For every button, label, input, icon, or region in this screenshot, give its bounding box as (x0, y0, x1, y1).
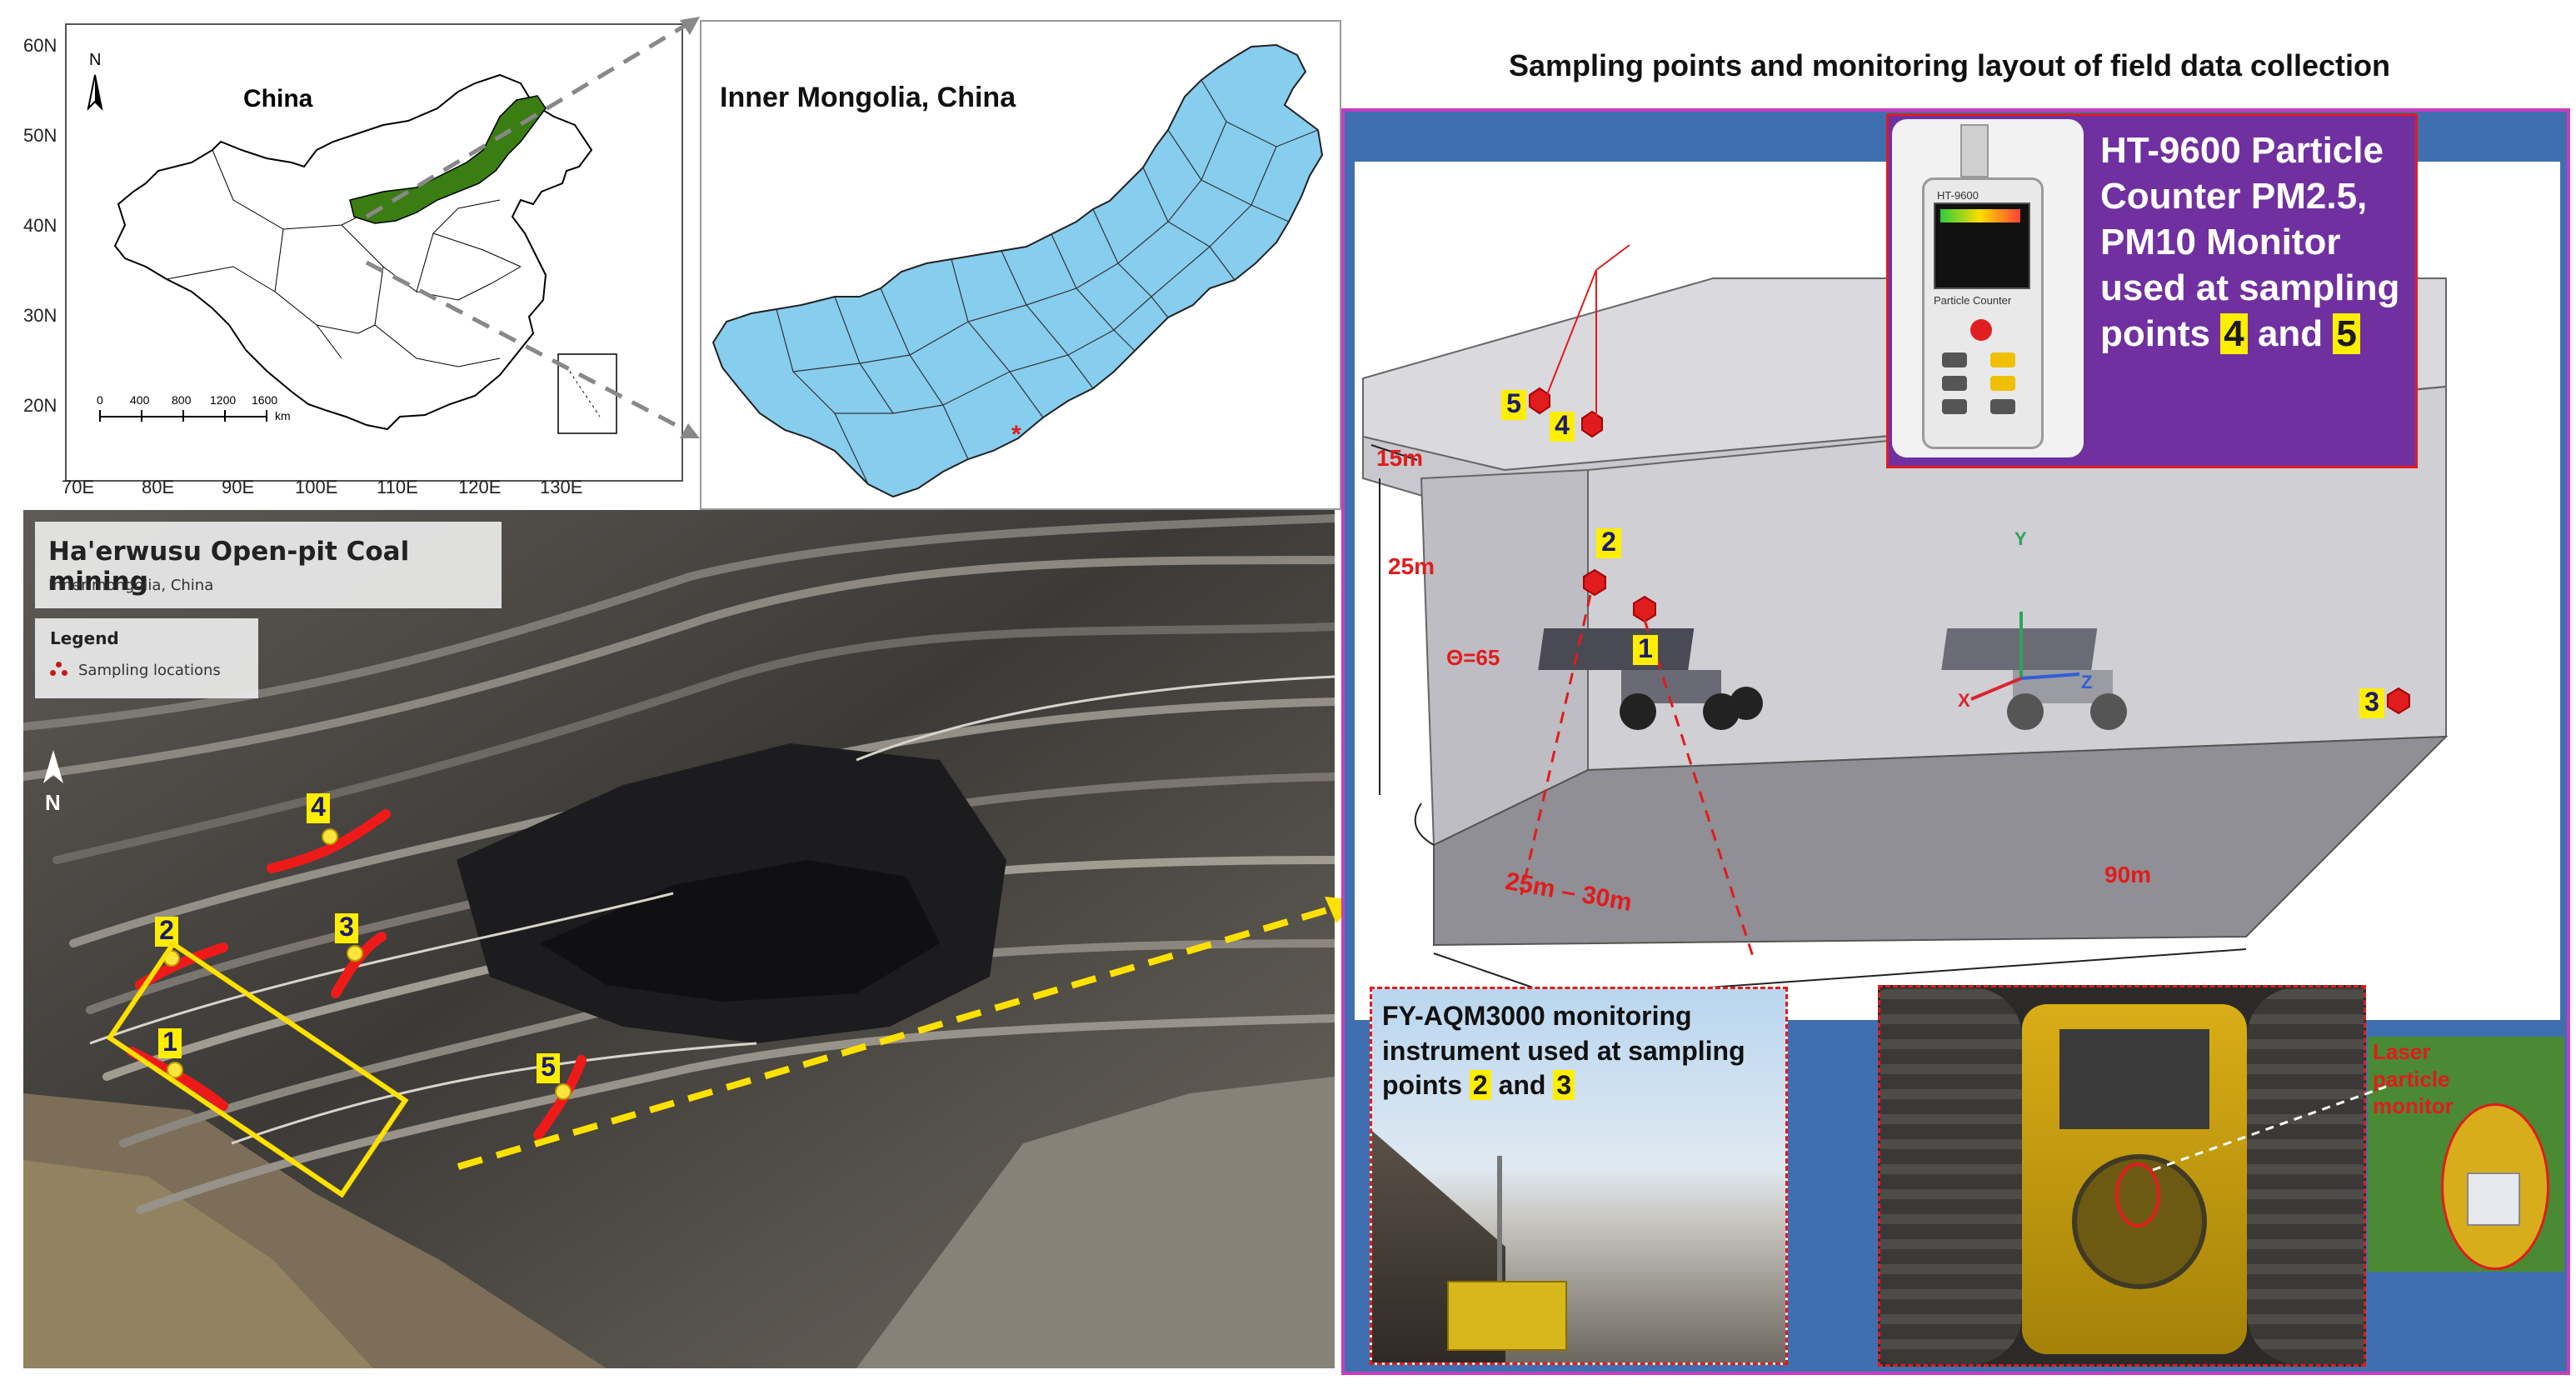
haul-truck-2 (1941, 628, 2127, 730)
map-connector-arrows (365, 17, 700, 438)
north-label: N (89, 51, 101, 69)
dim-height: 25m (1388, 553, 1435, 579)
mine-title: Ha'erwusu Open-pit Coal mining (48, 537, 410, 597)
sampling-pins (163, 828, 572, 1100)
province-lines (166, 149, 522, 368)
inner-mongolia-title: Inner Mongolia, China (720, 82, 1016, 113)
lat-tick: 50N (23, 125, 57, 146)
fy-joiner: and (1498, 1070, 1546, 1101)
scene-point-3: 3 (2359, 688, 2384, 718)
scene-point-2: 2 (1596, 528, 1621, 558)
lon-tick: 120E (458, 477, 502, 498)
coordinate-axes (1970, 612, 2080, 701)
fy-point-a: 2 (1469, 1070, 1491, 1101)
device-brand-label: Particle Counter (1934, 294, 2012, 307)
figure-title: Sampling points and monitoring layout of… (1508, 48, 2391, 82)
ht9600-caption-text: HT-9600 Particle Counter PM2.5, PM10 Mon… (2100, 130, 2400, 354)
lon-tick: 100E (295, 477, 338, 498)
ht9600-callout: HT-9600 Particle Counter HT-9600 Particl… (1886, 113, 2418, 468)
inner-mongolia-map-panel: Inner Mongolia, China * (700, 20, 1341, 510)
dim-width-top: 15m (1376, 445, 1424, 471)
svg-text:1200: 1200 (210, 393, 236, 407)
laser-monitor-label: Laser particle monitor (2373, 1039, 2454, 1118)
svg-text:0: 0 (97, 393, 103, 407)
lon-tick: 130E (540, 477, 583, 498)
china-map: N China 0 400 8 (87, 51, 617, 434)
mine-title-card: Ha'erwusu Open-pit Coal mining Inner-mon… (35, 522, 502, 608)
district-lines (776, 79, 1319, 485)
laser-monitor-inset: Laser particle monitor (2368, 1037, 2564, 1272)
lon-tick: 80E (142, 477, 175, 498)
scene-point-1: 1 (1633, 635, 1658, 665)
pit-floor (1433, 735, 2449, 947)
truck-monitor-photo (1878, 985, 2366, 1367)
svg-text:800: 800 (172, 393, 192, 407)
device-screen-label: HT-9600 (1937, 189, 1979, 202)
lat-tick: 20N (23, 395, 57, 416)
north-arrow-icon (87, 74, 103, 112)
inner-mongolia-highlight (349, 95, 547, 224)
scene-sampling-points (1529, 387, 2410, 715)
haul-roads (89, 675, 1335, 1145)
dim-length: 90m (2104, 862, 2152, 888)
ht9600-point-a: 4 (2220, 313, 2248, 354)
scene-point-1-marker (1633, 595, 1656, 623)
mine-subtitle: Inner-mongolia, China (48, 577, 214, 594)
mine-point-2: 2 (155, 917, 178, 947)
mine-point-4: 4 (307, 793, 330, 823)
dim-angle: Θ=65 (1446, 645, 1500, 670)
scene-point-5: 5 (1501, 390, 1526, 420)
scene-point-4-marker (1581, 410, 1603, 438)
fy-point-b: 3 (1553, 1070, 1575, 1101)
ht9600-point-b: 5 (2333, 313, 2360, 354)
svg-text:km: km (275, 409, 291, 422)
china-map-title: China (243, 85, 313, 112)
north-arrow-icon (43, 750, 63, 783)
scene-point-2-marker (1583, 568, 1606, 597)
legend-item-label: Sampling locations (78, 662, 221, 679)
mine-location-marker: * (1011, 421, 1021, 448)
instrument-leader-lines (1520, 594, 1756, 962)
svg-text:1600: 1600 (252, 393, 277, 407)
mine-point-5: 5 (537, 1053, 560, 1083)
lon-tick: 90E (222, 477, 255, 498)
fy-caption-text: FY-AQM3000 monitoring instrument used at… (1382, 1001, 1745, 1101)
ht9600-joiner: and (2257, 313, 2324, 354)
laser-monitor-closeup (2441, 1103, 2549, 1270)
axis-z-label: Z (2081, 672, 2093, 692)
monitoring-layout-scene: 15m 25m Θ=65 25m – 30m 90m Y X Z 5 4 2 1… (1341, 108, 2570, 1375)
axis-x-label: X (1958, 690, 1970, 711)
fy-aqm3000-caption: FY-AQM3000 monitoring instrument used at… (1382, 999, 1774, 1103)
legend-title: Legend (50, 628, 119, 648)
lon-tick: 110E (377, 477, 418, 498)
fy-aqm3000-callout: FY-AQM3000 monitoring instrument used at… (1370, 987, 1788, 1365)
scene-point-4: 4 (1550, 412, 1575, 442)
ht9600-photo: HT-9600 Particle Counter (1892, 119, 2084, 458)
lat-tick: 40N (23, 215, 57, 236)
lat-tick: 30N (23, 305, 57, 326)
inner-mongolia-map: * (711, 43, 1324, 498)
ht9600-caption: HT-9600 Particle Counter PM2.5, PM10 Mon… (2100, 128, 2410, 357)
svg-text:400: 400 (130, 393, 150, 407)
focus-arrow (457, 897, 1358, 1170)
mine-north-arrow: N (37, 750, 70, 833)
mine-point-1: 1 (158, 1028, 182, 1058)
mine-legend: Legend Sampling locations (35, 618, 258, 698)
device-leader-lines (1545, 244, 1630, 417)
china-map-panel: N China 0 400 8 (65, 23, 683, 482)
mine-point-3: 3 (335, 913, 358, 943)
scale-bar: 0 400 800 1200 1600 km (97, 393, 291, 422)
inner-mongolia-shape (711, 43, 1324, 498)
mine-satellite-photo: Ha'erwusu Open-pit Coal mining Inner-mon… (23, 510, 1335, 1368)
scene-point-5-marker (1529, 387, 1550, 415)
scene-point-3-marker (2387, 687, 2410, 715)
lon-axis: 70E 80E 90E 100E 110E 120E 130E (58, 477, 642, 502)
lat-axis: 60N 50N 40N 30N 20N (17, 25, 67, 475)
sampling-location-icon (50, 662, 70, 678)
lat-tick: 60N (23, 35, 57, 56)
lon-tick: 70E (62, 477, 95, 498)
axis-y-label: Y (2014, 528, 2027, 549)
monitor-highlight-ring (2115, 1162, 2160, 1228)
laser-monitor-pointer (2152, 1085, 2387, 1172)
